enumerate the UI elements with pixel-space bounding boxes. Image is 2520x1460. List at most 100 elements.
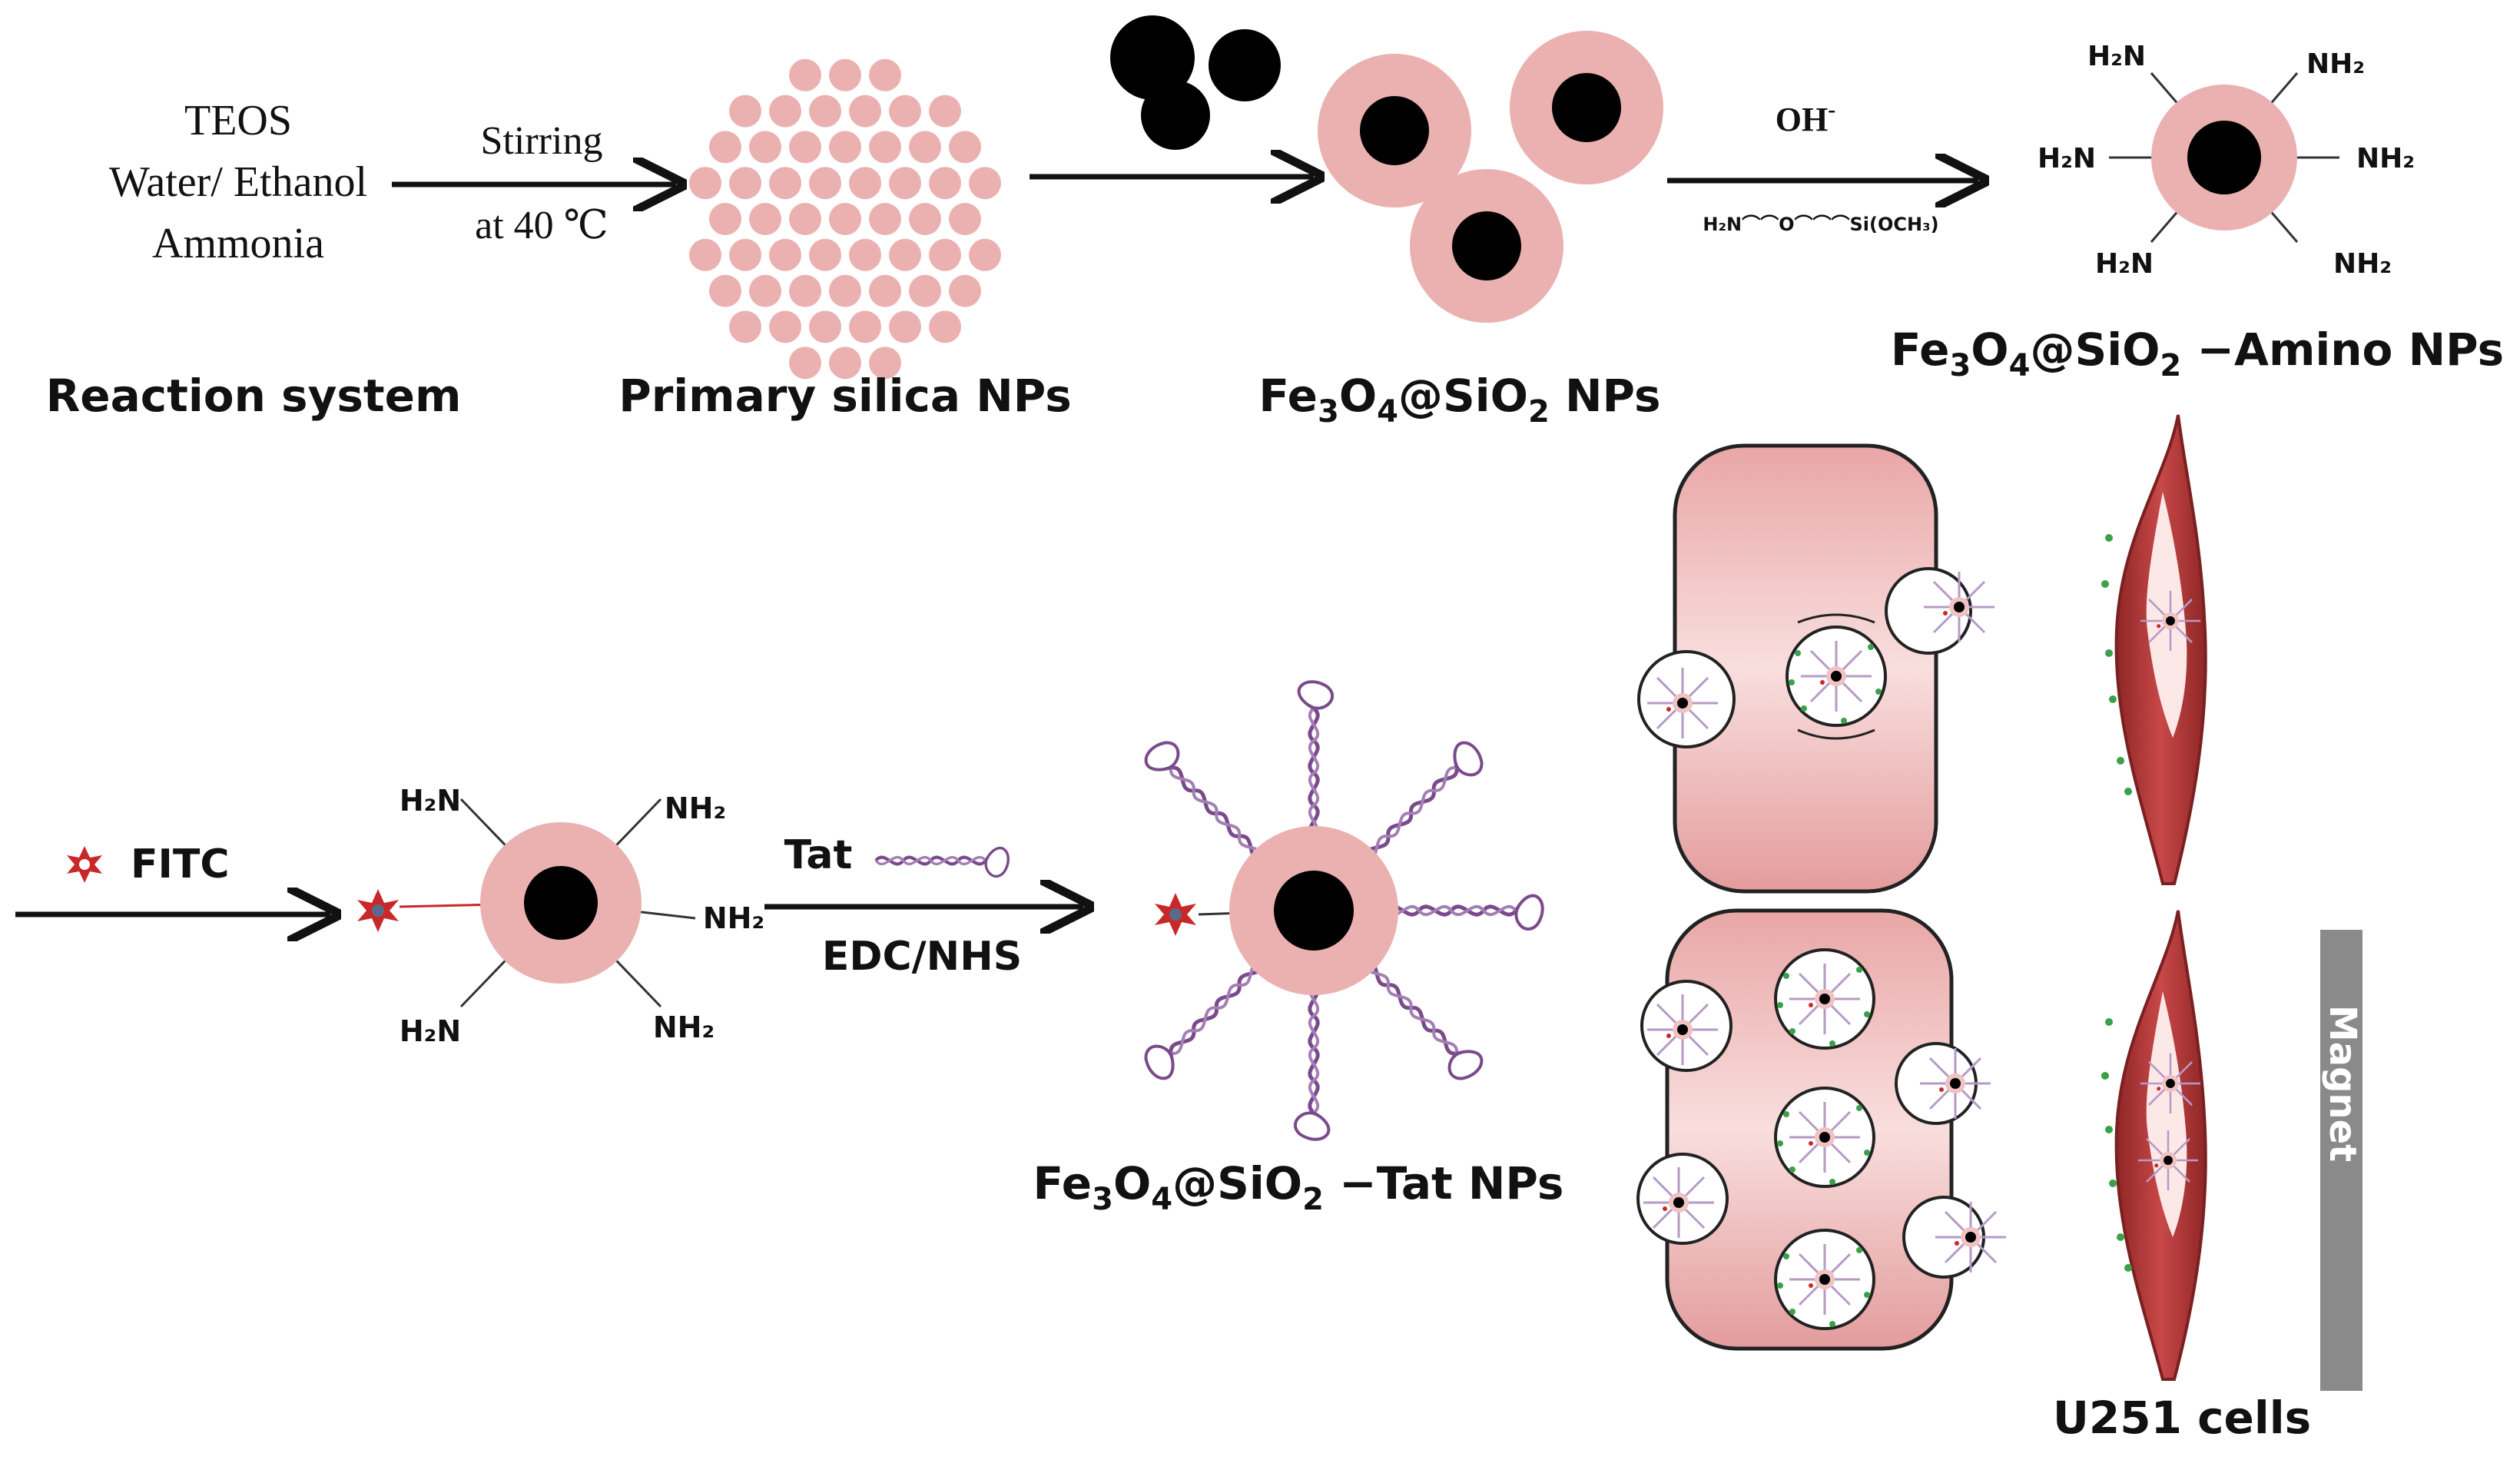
amino-np: H₂N NH₂ H₂N NH₂ H₂N NH₂ — [2038, 41, 2415, 280]
amino-group-l: H₂N — [2038, 143, 2096, 174]
amino-np-label: Fe3O4@SiO2 −Amino NPs — [1891, 324, 2504, 383]
silica-particle — [909, 131, 941, 164]
silica-particle — [949, 131, 981, 164]
primary-silica-label: Primary silica NPs — [618, 370, 1072, 422]
amino-group-r: NH₂ — [2356, 143, 2415, 174]
silica-particle — [849, 167, 881, 200]
fe3o4-cores — [1110, 15, 1281, 150]
step-temperature: at 40 ℃ — [475, 204, 608, 247]
silica-particle — [949, 203, 981, 235]
cell-lower-vesicle-1 — [1776, 950, 1874, 1048]
silica-particle — [729, 95, 761, 128]
magnet-label: Magnet — [2321, 1005, 2364, 1162]
silica-particle — [769, 238, 801, 271]
silica-particle — [789, 58, 821, 91]
silica-particle — [729, 238, 761, 271]
silica-particle — [849, 95, 881, 128]
silica-particle — [729, 310, 761, 343]
silica-particle — [789, 274, 821, 307]
silica-particle — [889, 310, 921, 343]
silica-particle — [789, 131, 821, 164]
silica-particle — [889, 167, 921, 200]
tat-np-label: Fe3O4@SiO2 −Tat NPs — [1033, 1157, 1564, 1217]
silica-particle — [769, 95, 801, 128]
fitc-label: FITC — [131, 841, 230, 888]
fitc-legend-icon — [67, 846, 102, 883]
cell-upper — [1637, 443, 1996, 894]
u251-cells-label: U251 cells — [2053, 1392, 2311, 1444]
silica-particle — [829, 58, 861, 91]
step-tat: Tat — [784, 832, 853, 878]
silica-particle — [749, 274, 781, 307]
reaction-system-label: Reaction system — [46, 370, 462, 422]
amino-group-bl: H₂N — [2095, 248, 2154, 280]
spindle-cell-upper — [2101, 414, 2207, 885]
fe3o4-core-1 — [1110, 15, 1195, 100]
silica-particle — [729, 167, 761, 200]
silica-particle — [789, 347, 821, 380]
silica-particle — [689, 238, 721, 271]
silica-particle — [849, 310, 881, 343]
amino2-group-bl: H₂N — [400, 1014, 461, 1048]
silica-particle — [829, 347, 861, 380]
silica-particle — [829, 203, 861, 235]
silica-particle — [809, 310, 841, 343]
cell-upper-endocytosis — [1637, 567, 1996, 748]
silica-particle — [829, 274, 861, 307]
silica-particle — [969, 167, 1001, 200]
silica-particle — [949, 274, 981, 307]
primary-silica-cluster — [689, 58, 1001, 380]
core-shell-particle-2 — [1510, 31, 1663, 184]
amino2-group-tl: H₂N — [400, 784, 461, 818]
cell-upper-vesicle — [1787, 627, 1885, 725]
tat-np-fitc-icon — [1155, 893, 1196, 936]
silica-particle — [929, 238, 961, 271]
core-shell-particle-1 — [1318, 54, 1471, 207]
input-teos: TEOS — [184, 97, 292, 144]
cell-lower — [1636, 908, 2008, 1351]
reaction-inputs: TEOS Water/ Ethanol Ammonia — [109, 97, 367, 267]
silica-particle — [869, 347, 901, 380]
silica-particle — [789, 203, 821, 235]
silica-particle — [749, 203, 781, 235]
amino-group-tr: NH₂ — [2306, 48, 2365, 80]
silica-particle — [869, 274, 901, 307]
cell-lower-endocytosis — [1636, 980, 2008, 1279]
amino2-group-br: NH₂ — [653, 1010, 715, 1044]
silica-particle — [809, 238, 841, 271]
amino-group-br: NH₂ — [2333, 248, 2392, 280]
silica-particle — [929, 310, 961, 343]
fe3o4-core-3 — [1141, 81, 1210, 150]
core-shell-particle-3 — [1410, 169, 1563, 323]
silica-particle — [769, 167, 801, 200]
input-water-ethanol: Water/ Ethanol — [109, 158, 367, 206]
silica-particle — [769, 310, 801, 343]
silica-particle — [689, 167, 721, 200]
spindle-cell-lower — [2101, 910, 2207, 1381]
silica-particle — [929, 95, 961, 128]
silica-particle — [829, 131, 861, 164]
silica-particle — [889, 95, 921, 128]
silica-particle — [749, 131, 781, 164]
silica-particle — [929, 167, 961, 200]
silica-particle — [809, 167, 841, 200]
silica-particle — [709, 203, 741, 235]
silica-particle — [909, 203, 941, 235]
step-edc-nhs: EDC/NHS — [822, 934, 1022, 980]
step-oh: OH- — [1776, 97, 1835, 138]
input-ammonia: Ammonia — [152, 220, 324, 267]
magnet: Magnet — [2320, 930, 2364, 1391]
silica-particle — [809, 95, 841, 128]
silica-particle — [709, 274, 741, 307]
tat-strand-icon — [876, 848, 1008, 877]
amino-group-tl: H₂N — [2087, 41, 2146, 72]
silica-particle — [889, 238, 921, 271]
silica-particle — [969, 238, 1001, 271]
tat-np — [1139, 682, 1542, 1139]
fe3o4-core-2 — [1209, 29, 1281, 101]
cell-lower-vesicle-2 — [1776, 1088, 1874, 1186]
cell-lower-vesicle-3 — [1776, 1230, 1874, 1329]
amino2-group-r: NH₂ — [703, 901, 764, 935]
silica-particle — [869, 58, 901, 91]
